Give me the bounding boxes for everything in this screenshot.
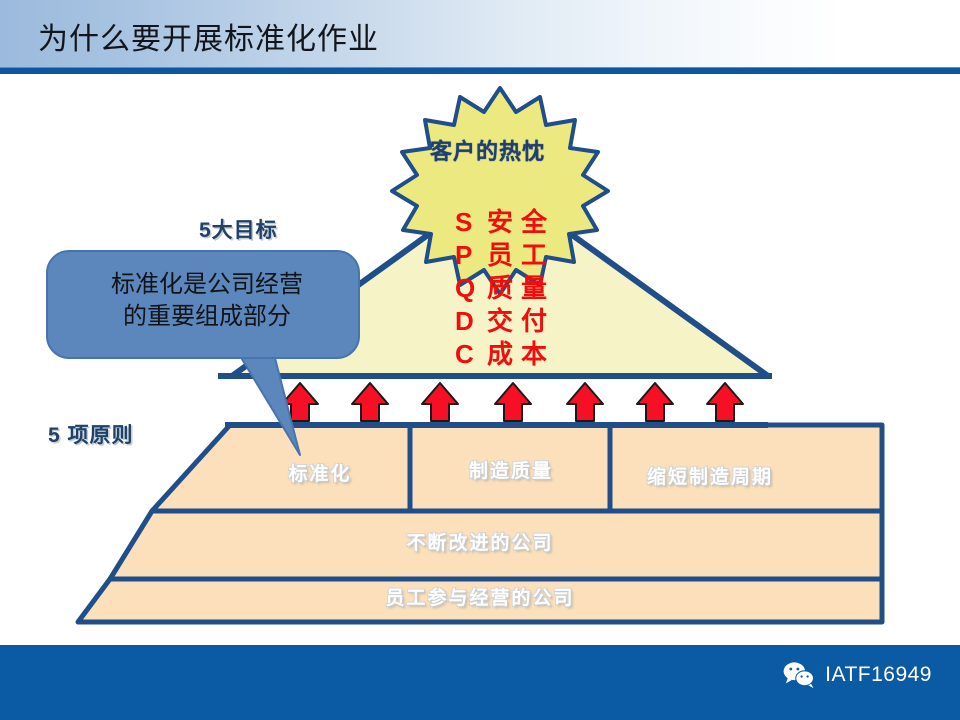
spqdc-char-1: 成: [486, 339, 513, 369]
callout-box: [46, 250, 360, 359]
spqdc-row: Q 质 量: [455, 268, 551, 303]
slide-header: [0, 0, 960, 67]
band-label-employee-participation: 员工参与经营的公司: [385, 588, 575, 609]
spqdc-row: P 员 工: [455, 235, 551, 270]
band-label-standardization: 标准化: [288, 464, 352, 485]
spqdc-char-2: 量: [520, 273, 547, 303]
slide-footer: IATF16949: [0, 645, 960, 720]
spqdc-list: S 安 全 P 员 工 Q 质 量 D 交 付 C 成 本: [455, 202, 551, 369]
header-divider-rule: [0, 67, 960, 74]
footer-brand-label: IATF16949: [825, 663, 932, 686]
spqdc-key: S: [455, 207, 473, 237]
spqdc-char-2: 全: [520, 207, 547, 237]
label-five-goals: 5大目标: [199, 219, 278, 242]
spqdc-char-1: 质: [486, 273, 513, 303]
band-label-manufacturing-quality: 制造质量: [468, 461, 553, 482]
spqdc-row: S 安 全: [455, 202, 551, 237]
up-arrow-icon: [494, 382, 532, 422]
spqdc-char-2: 工: [520, 240, 547, 270]
starburst-shape: [390, 86, 610, 296]
up-arrow-icon: [636, 382, 674, 422]
spqdc-char-1: 安: [486, 207, 513, 237]
arrow-group: [281, 382, 744, 422]
pyramid-diagram: [0, 73, 960, 645]
up-arrow-icon: [351, 382, 389, 422]
spqdc-key: C: [455, 339, 474, 369]
spqdc-key: D: [455, 306, 474, 336]
spqdc-char-2: 本: [520, 339, 547, 369]
starburst-label: 客户的热忱: [430, 139, 546, 164]
spqdc-char-1: 员: [486, 240, 513, 270]
up-arrow-icon: [706, 382, 744, 422]
spqdc-row: C 成 本: [455, 334, 551, 369]
pyramid-upper-band: [149, 422, 885, 514]
spqdc-char-1: 交: [486, 306, 513, 336]
arrow-strip-background: [230, 375, 760, 425]
footer-brand: IATF16949: [782, 661, 932, 689]
spqdc-key: P: [455, 240, 473, 270]
band-label-shorten-cycle: 缩短制造周期: [646, 467, 773, 488]
label-five-principles: 5 项原则: [48, 424, 134, 447]
band-label-continuous-improvement: 不断改进的公司: [406, 533, 554, 554]
spqdc-row: D 交 付: [455, 301, 551, 336]
up-arrow-icon: [421, 382, 459, 422]
page-title: 为什么要开展标准化作业: [38, 22, 379, 57]
up-arrow-icon: [566, 382, 604, 422]
spqdc-char-2: 付: [520, 306, 547, 336]
callout-line-2: 的重要组成部分: [123, 301, 291, 330]
wechat-icon: [783, 662, 815, 689]
spqdc-key: Q: [455, 273, 476, 303]
callout-text: 标准化是公司经营 的重要组成部分: [62, 269, 352, 332]
callout-line-1: 标准化是公司经营: [111, 270, 303, 298]
